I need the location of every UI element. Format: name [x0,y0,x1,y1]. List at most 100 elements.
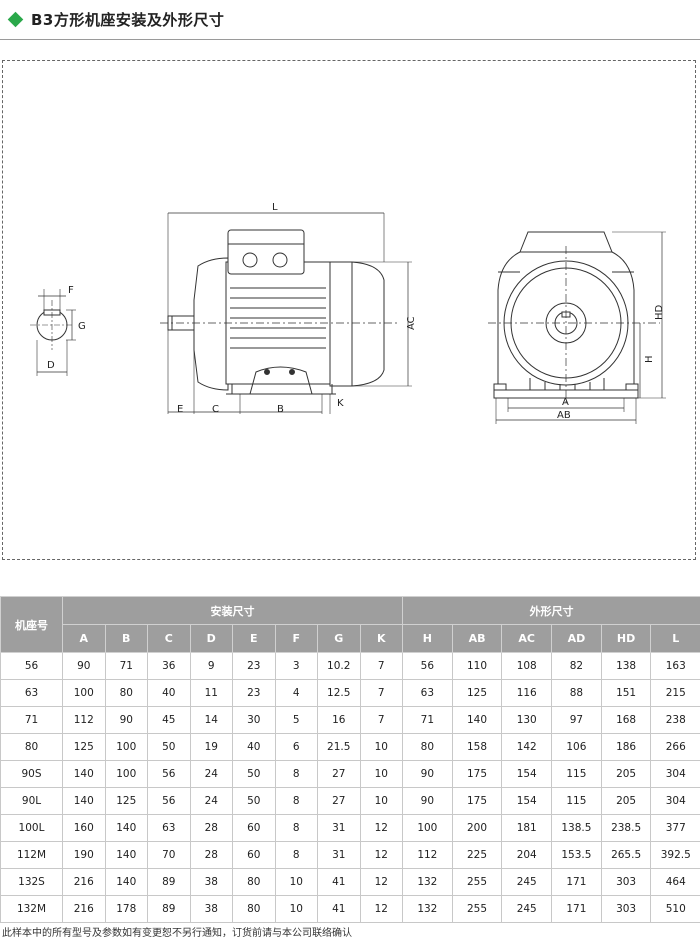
dimension-cell: 82 [551,652,602,680]
dimension-cell: 205 [600,787,652,815]
dimension-cell: 464 [650,868,700,896]
dimension-cell: 154 [501,787,553,815]
dimension-cell: 115 [551,787,602,815]
dimension-cell: 7 [359,679,403,707]
dimension-cell: 140 [104,841,148,869]
dim-label-K: K [337,398,344,409]
column-header: AD [551,624,602,653]
dimension-cell: 204 [501,841,553,869]
dimension-cell: 205 [600,760,652,788]
outline-dimensions-header: 外形尺寸 [401,596,700,625]
dimension-cell: 7 [359,652,403,680]
dimension-cell: 24 [189,787,233,815]
dimension-cell: 125 [62,733,106,761]
frame-number-cell: 90L [0,787,63,815]
dimension-cell: 158 [451,733,503,761]
frame-number-cell: 132S [0,868,63,896]
dimension-cell: 19 [189,733,233,761]
dimension-cell: 40 [147,679,191,707]
dimension-cell: 40 [232,733,276,761]
dimension-cell: 27 [317,787,361,815]
dimension-cell: 132 [402,895,453,923]
dimension-cell: 80 [402,733,453,761]
dimension-cell: 97 [551,706,602,734]
column-header: B [104,624,148,653]
column-header: L [650,624,700,653]
dimension-cell: 392.5 [650,841,700,869]
dimension-cell: 225 [451,841,503,869]
dimension-cell: 23 [232,652,276,680]
frame-number-cell: 112M [0,841,63,869]
dimension-cell: 10.2 [317,652,361,680]
dimension-cell: 23 [232,679,276,707]
frame-number-cell: 100L [0,814,63,842]
column-header: AB [451,624,503,653]
dim-label-AC: AC [406,316,417,330]
dim-label-HD: HD [654,304,665,320]
dimension-cell: 45 [147,706,191,734]
dimension-cell: 60 [232,814,276,842]
dimension-cell: 30 [232,706,276,734]
dimension-cell: 245 [501,868,553,896]
dimension-cell: 255 [451,895,503,923]
column-header: C [147,624,191,653]
dimension-cell: 303 [600,895,652,923]
dimension-cell: 377 [650,814,700,842]
dimension-cell: 16 [317,706,361,734]
dim-label-B: B [277,404,284,415]
dim-label-H: H [644,355,655,363]
side-view [160,212,412,414]
dimension-cell: 12 [359,841,403,869]
dimension-cell: 112 [62,706,106,734]
dimension-cell: 151 [600,679,652,707]
dimension-cell: 168 [600,706,652,734]
dimension-cell: 5 [274,706,318,734]
frame-number-header: 机座号 [0,596,63,653]
dimension-cell: 175 [451,760,503,788]
dimension-cell: 89 [147,868,191,896]
dimension-cell: 71 [402,706,453,734]
dimension-cell: 50 [232,787,276,815]
dimension-cell: 108 [501,652,553,680]
dimension-cell: 90 [62,652,106,680]
frame-number-cell: 63 [0,679,63,707]
dimension-cell: 10 [359,787,403,815]
dimension-cell: 70 [147,841,191,869]
dimension-cell: 50 [147,733,191,761]
dimension-cell: 100 [402,814,453,842]
dimension-cell: 140 [104,814,148,842]
dim-label-A: A [562,397,569,408]
dim-label-L: L [272,202,278,213]
dimension-cell: 3 [274,652,318,680]
dimension-cell: 11 [189,679,233,707]
frame-number-cell: 132M [0,895,63,923]
dimension-cell: 90 [402,787,453,815]
dimension-cell: 71 [104,652,148,680]
column-header: G [317,624,361,653]
end-view [488,231,666,424]
dimension-cell: 56 [402,652,453,680]
dimension-cell: 140 [62,760,106,788]
dimension-cell: 27 [317,760,361,788]
dimension-cell: 38 [189,895,233,923]
dimension-cell: 28 [189,814,233,842]
dimension-cell: 80 [104,679,148,707]
dimension-cell: 80 [232,868,276,896]
dimension-cell: 12.5 [317,679,361,707]
dimension-cell: 7 [359,706,403,734]
dimension-cell: 110 [451,652,503,680]
frame-number-cell: 71 [0,706,63,734]
dimension-cell: 8 [274,814,318,842]
title-divider [0,39,700,40]
dimension-cell: 216 [62,895,106,923]
section-title: B3方形机座安装及外形尺寸 [7,8,224,30]
dimension-cell: 60 [232,841,276,869]
dimension-cell: 31 [317,814,361,842]
column-header: HD [600,624,652,653]
column-header: A [62,624,106,653]
